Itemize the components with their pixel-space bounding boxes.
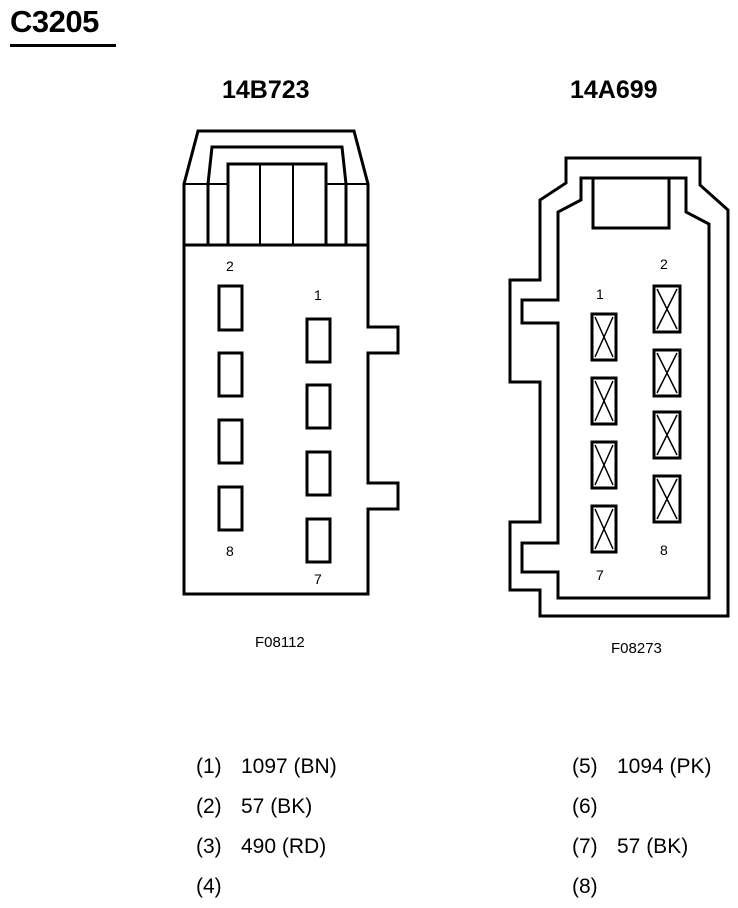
- connector-b-cavity-crosses: [594, 288, 678, 550]
- connector-a-cavity: [217, 418, 244, 465]
- title-underline: [10, 44, 116, 47]
- connector-a-cavity: [305, 317, 332, 364]
- pinout-pin-number: (7): [572, 835, 598, 858]
- connector-b-pin-label: 8: [660, 542, 668, 558]
- connector-a-latch-frame: [226, 162, 328, 245]
- pinout-row: (5) 1094 (PK): [572, 755, 712, 779]
- connector-a-cavity: [305, 517, 332, 564]
- connector-a-figure-code: F08112: [255, 634, 305, 651]
- pinout-row: (7) 57 (BK): [572, 835, 688, 859]
- connector-a-body: [182, 243, 400, 596]
- connector-a-part-number: 14B723: [222, 76, 310, 104]
- connector-b-outer-shell: [508, 156, 730, 618]
- pinout-circuit: 1094 (PK): [617, 755, 712, 778]
- connector-a-cavity: [305, 450, 332, 497]
- pinout-pin-number: (5): [572, 755, 598, 778]
- pinout-circuit: 57 (BK): [617, 835, 689, 858]
- connector-b-pin-label: 1: [596, 286, 604, 302]
- connector-b-pin-label: 2: [660, 256, 668, 272]
- pinout-pin-number: (2): [196, 795, 222, 818]
- pinout-circuit: 57 (BK): [241, 795, 313, 818]
- pinout-circuit: 1097 (BN): [241, 755, 337, 778]
- connector-b-drawing: [508, 156, 730, 618]
- connector-a-pin-label: 8: [226, 543, 234, 559]
- pinout-pin-number: (3): [196, 835, 222, 858]
- pinout-row: (8): [572, 875, 617, 899]
- pinout-pin-number: (1): [196, 755, 222, 778]
- connector-b-blocked-cavities: [590, 284, 682, 554]
- connector-title: C3205: [10, 4, 99, 39]
- connector-a-pin-label: 2: [226, 258, 234, 274]
- connector-b-part-number: 14A699: [570, 76, 658, 104]
- pinout-row: (2) 57 (BK): [196, 795, 312, 819]
- pinout-row: (6): [572, 795, 617, 819]
- connector-a-pin-label: 1: [314, 287, 322, 303]
- pinout-pin-number: (8): [572, 875, 598, 898]
- connector-b-figure-code: F08273: [611, 640, 662, 657]
- pinout-row: (3) 490 (RD): [196, 835, 326, 859]
- connector-a-latch-outer: [182, 129, 370, 245]
- pinout-pin-number: (6): [572, 795, 598, 818]
- pinout-row: (4): [196, 875, 241, 899]
- connector-a-cavity: [305, 383, 332, 430]
- connector-b-inner-body: [520, 176, 711, 600]
- connector-b-pin-label: 7: [596, 567, 604, 583]
- connector-b-latch: [591, 176, 671, 230]
- connector-a-drawing: [182, 129, 400, 596]
- connector-a-cavity: [217, 351, 244, 398]
- connector-a-pin-label: 7: [314, 571, 322, 587]
- pinout-circuit: 490 (RD): [241, 835, 327, 858]
- connector-a-cavity: [217, 284, 244, 332]
- pinout-pin-number: (4): [196, 875, 222, 898]
- connector-a-cavity: [217, 485, 244, 532]
- connector-a-latch-inner: [206, 145, 348, 245]
- pinout-row: (1) 1097 (BN): [196, 755, 337, 779]
